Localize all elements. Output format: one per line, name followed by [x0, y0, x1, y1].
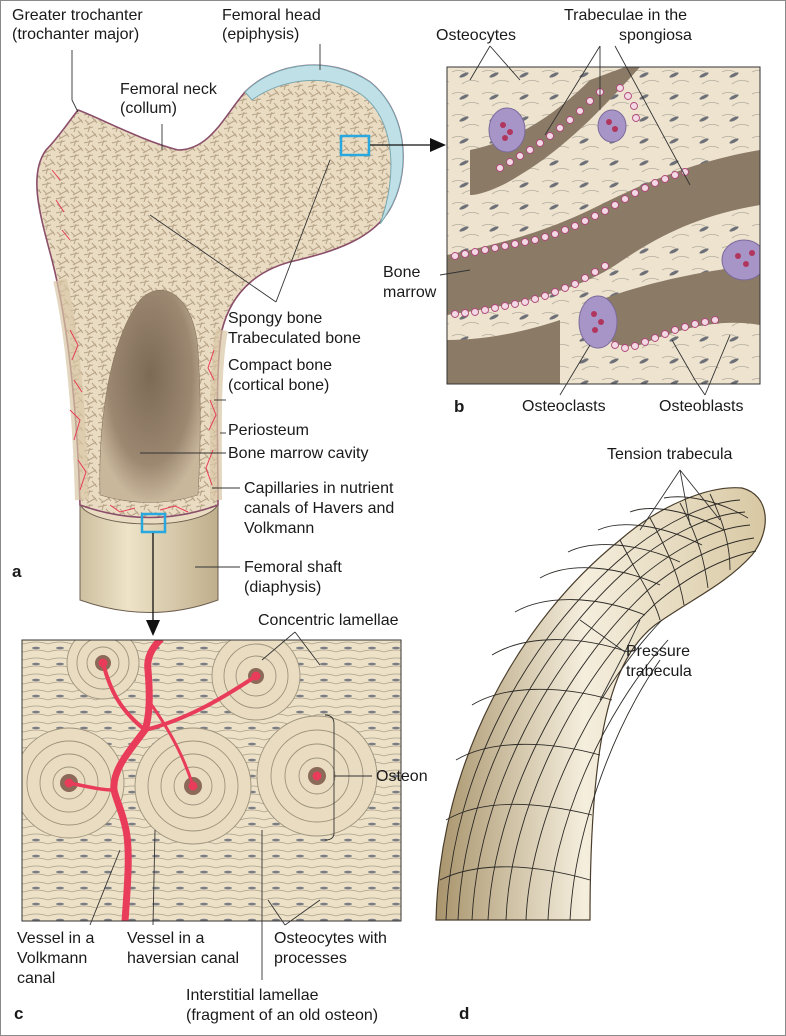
label-trabecula: trabecula: [626, 662, 692, 681]
label-tension-trabecula: Tension trabecula: [607, 445, 732, 464]
label-pressure: Pressure: [626, 642, 690, 661]
panel-letter-d: d: [459, 1004, 469, 1024]
bone-outline-d: [436, 488, 765, 920]
